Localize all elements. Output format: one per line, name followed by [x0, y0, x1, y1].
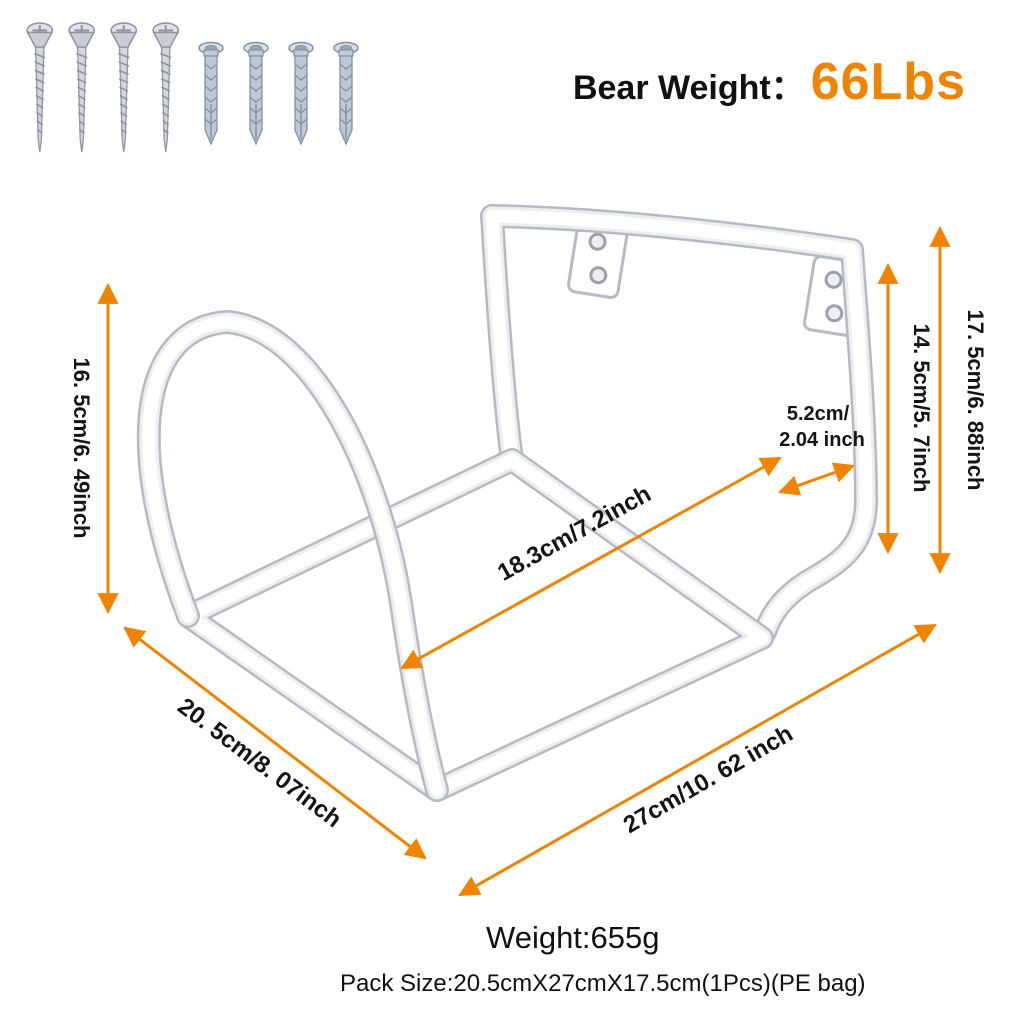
screw-icon — [26, 21, 54, 154]
included-screws — [26, 21, 180, 154]
dim-label-left-height: 16. 5cm/6. 49inch — [69, 358, 94, 539]
dim-arrow-side-depth — [123, 626, 427, 860]
pack-size: Pack Size:20.5cmX27cmX17.5cm(1Pcs)(PE ba… — [340, 970, 866, 997]
dim-plate-depth: 5.2cm/ 2.04 inch — [778, 403, 865, 496]
screw-icon — [152, 21, 180, 154]
dim-arrow-plate-depth — [778, 462, 855, 496]
dim-arrow-front-width — [458, 623, 937, 897]
bear-weight-label: Bear Weight： — [572, 69, 805, 107]
dim-label-right-inner: 14. 5cm/5. 7inch — [909, 324, 934, 493]
mounting-plate-left — [567, 217, 629, 299]
screw-icon — [110, 21, 138, 154]
wall-anchor-icon — [288, 41, 314, 145]
bear-weight-value: 66Lbs — [810, 53, 966, 111]
product-weight: Weight:655g — [486, 920, 660, 955]
dim-label-front-width: 27cm/10. 62 inch — [619, 720, 798, 839]
bear-weight: Bear Weight： 66Lbs — [573, 52, 966, 112]
dim-right-inner-height: 14. 5cm/5. 7inch — [877, 262, 934, 555]
included-hardware — [26, 21, 359, 154]
screw-icon — [68, 21, 96, 154]
dim-label-plate-depth-2: 2.04 inch — [779, 429, 865, 451]
wall-anchor-icon — [198, 41, 224, 145]
included-anchors — [198, 41, 359, 145]
dim-label-plate-depth-1: 5.2cm/ — [787, 403, 850, 425]
dim-right-outer-height: 17. 5cm/6. 88inch — [929, 225, 988, 575]
wall-anchor-icon — [243, 41, 269, 145]
dim-label-right-outer: 17. 5cm/6. 88inch — [963, 310, 988, 491]
dim-left-height: 16. 5cm/6. 49inch — [69, 282, 119, 615]
wall-anchor-icon — [333, 41, 359, 145]
